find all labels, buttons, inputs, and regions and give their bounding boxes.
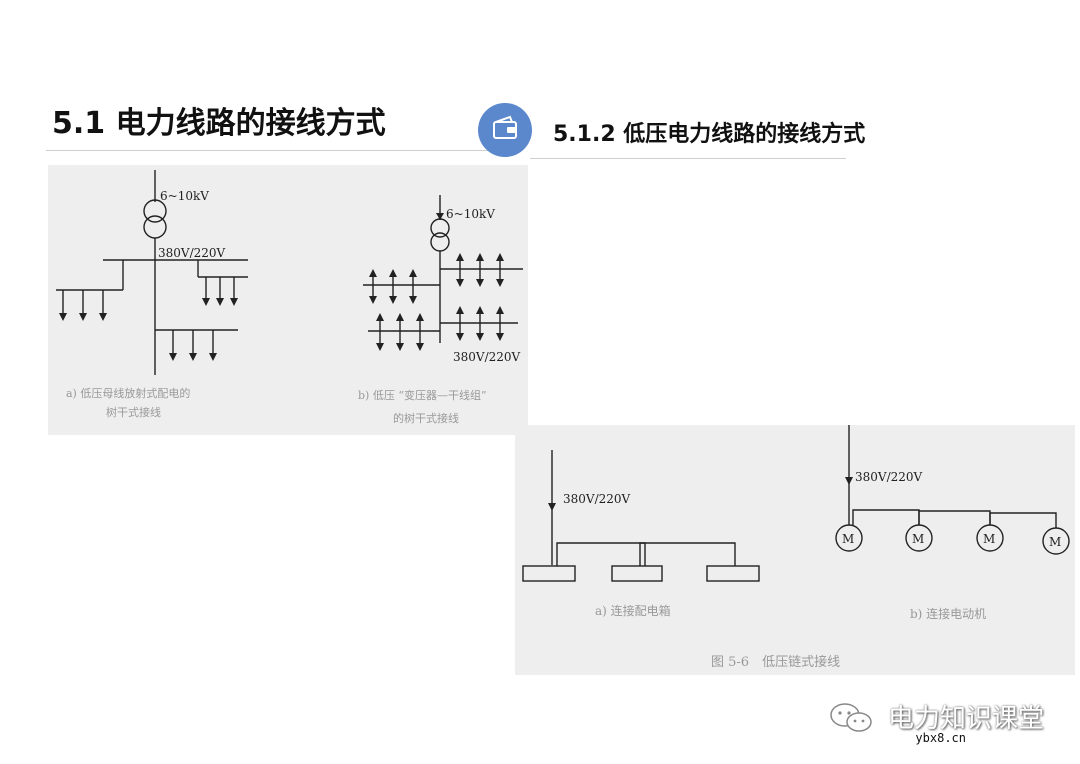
caption-a-line1: a) 低压母线放射式配电的 [66,386,190,400]
caption-b-line1: b) 低压 “变压器—干线组” [358,388,487,402]
figure-caption: 图 5-6 低压链式接线 [711,654,840,670]
voltage-lv-label-b: 380V/220V [453,350,521,364]
voltage-hv-label-a: 6~10kV [160,189,209,203]
caption-chain-b: b) 连接电动机 [910,606,986,621]
voltage-hv-label-b: 6~10kV [446,207,495,221]
watermark-url: ybx8.cn [915,731,966,745]
voltage-label-chain-b: 380V/220V [855,470,923,484]
wechat-icon [828,700,876,736]
section-subtitle: 5.1.2 低压电力线路的接线方式 [553,122,866,147]
page-title: 5.1 电力线路的接线方式 [52,106,386,141]
title-divider [46,150,520,151]
voltage-label-chain-a: 380V/220V [563,492,631,506]
caption-a-line2: 树干式接线 [106,405,161,419]
caption-chain-a: a) 连接配电箱 [595,603,671,618]
watermark-brand: 电力知识课堂 [887,704,1044,734]
wallet-icon[interactable] [478,103,532,157]
motor-symbol: M [983,532,995,546]
motor-symbol: M [912,532,924,546]
figure-chain-connection: 380V/220V 380V/220V M M M M a) 连接配电箱 b) … [515,425,1075,675]
voltage-lv-label-a: 380V/220V [158,246,226,260]
subtitle-divider [530,158,846,159]
figure-radial-trunk: 6~10kV 380V/220V a) 低压母线放射式配电的 树干式接线 6~1… [48,165,528,435]
caption-b-line2: 的树干式接线 [393,411,459,425]
motor-symbol: M [1049,535,1061,549]
motor-symbol: M [842,532,854,546]
